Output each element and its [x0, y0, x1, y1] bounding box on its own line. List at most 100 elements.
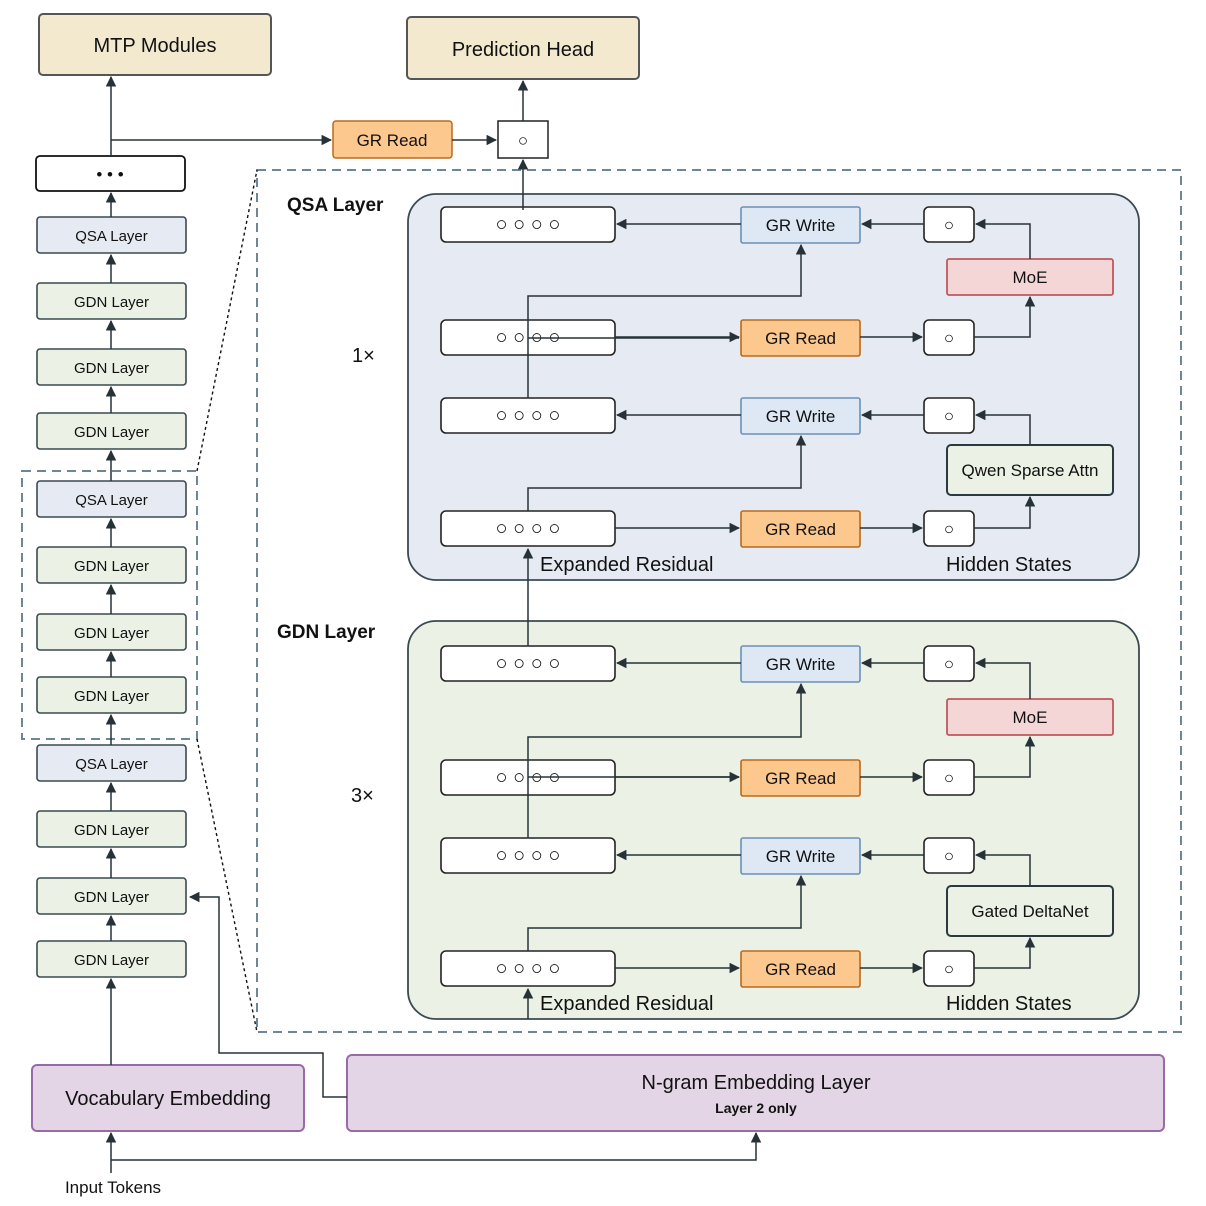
svg-text:○: ○: [518, 131, 528, 150]
residual-stream: ○ ○ ○ ○: [440, 837, 616, 874]
prediction-head-box: Prediction Head: [406, 16, 640, 80]
expanded-residual-label: Expanded Residual: [540, 993, 713, 1015]
hidden-state-node: ○: [923, 950, 975, 987]
gr-read-box: GR Read: [740, 759, 861, 797]
moe-box: MoE: [946, 698, 1114, 736]
gdn-block-header: GDN Layer: [277, 622, 376, 643]
stack-gdn-layer: GDN Layer: [36, 877, 187, 915]
stack-ellipsis-box: • • •: [35, 155, 186, 192]
stack-gdn-layer: GDN Layer: [36, 412, 187, 450]
mixer-box: Gated DeltaNet: [946, 885, 1114, 937]
stack-gdn-layer: GDN Layer: [36, 676, 187, 714]
svg-text:GDN Layer: GDN Layer: [74, 625, 149, 642]
hidden-state-node: ○: [923, 645, 975, 682]
svg-text:QSA Layer: QSA Layer: [75, 492, 148, 509]
svg-text:Qwen Sparse Attn: Qwen Sparse Attn: [961, 461, 1098, 480]
svg-text:N-gram Embedding Layer: N-gram Embedding Layer: [642, 1072, 871, 1094]
input-tokens-label: Input Tokens: [65, 1178, 161, 1197]
gr-write-box: GR Write: [740, 397, 861, 435]
residual-stream: ○ ○ ○ ○: [440, 950, 616, 987]
zoom-connector-bottom: [196, 738, 258, 1033]
svg-text:Gated DeltaNet: Gated DeltaNet: [971, 902, 1088, 921]
top-gr-read-box: GR Read: [332, 120, 453, 159]
stack-qsa-layer: QSA Layer: [36, 744, 187, 782]
svg-text:○ ○ ○ ○: ○ ○ ○ ○: [496, 958, 561, 980]
stack-gdn-layer: GDN Layer: [36, 546, 187, 584]
svg-text:GR Write: GR Write: [766, 655, 836, 674]
gr-write-box: GR Write: [740, 645, 861, 683]
residual-stream: ○ ○ ○ ○: [440, 645, 616, 682]
svg-text:Layer 2 only: Layer 2 only: [715, 1100, 797, 1116]
hidden-state-node: ○: [923, 397, 975, 434]
svg-text:GDN Layer: GDN Layer: [74, 558, 149, 575]
top-merge-node: ○: [497, 120, 549, 159]
svg-text:MTP Modules: MTP Modules: [93, 35, 216, 57]
svg-text:GDN Layer: GDN Layer: [74, 822, 149, 839]
gr-read-box: GR Read: [740, 510, 861, 548]
qsa-block-internals: ○ ○ ○ ○○○ ○ ○ ○○○ ○ ○ ○○○ ○ ○ ○○GR Write…: [440, 206, 1114, 576]
svg-text:GDN Layer: GDN Layer: [74, 294, 149, 311]
residual-stream: ○ ○ ○ ○: [440, 510, 616, 547]
svg-text:QSA Layer: QSA Layer: [75, 756, 148, 773]
svg-text:Vocabulary Embedding: Vocabulary Embedding: [65, 1088, 271, 1110]
expanded-residual-label: Expanded Residual: [540, 554, 713, 576]
svg-text:○: ○: [944, 407, 954, 426]
svg-text:○ ○ ○ ○: ○ ○ ○ ○: [496, 214, 561, 236]
hidden-states-label: Hidden States: [946, 554, 1072, 576]
stack-gdn-layer: GDN Layer: [36, 940, 187, 978]
hidden-state-node: ○: [923, 206, 975, 243]
svg-text:QSA Layer: QSA Layer: [75, 228, 148, 245]
svg-text:GR Write: GR Write: [766, 407, 836, 426]
svg-text:○: ○: [944, 216, 954, 235]
hidden-state-node: ○: [923, 510, 975, 547]
svg-text:• • •: • • •: [96, 165, 123, 184]
svg-text:○: ○: [944, 960, 954, 979]
moe-box: MoE: [946, 258, 1114, 296]
hidden-state-node: ○: [923, 319, 975, 356]
svg-text:GR Read: GR Read: [765, 960, 836, 979]
svg-text:GDN Layer: GDN Layer: [74, 952, 149, 969]
svg-text:GDN Layer: GDN Layer: [74, 424, 149, 441]
gr-read-box: GR Read: [740, 319, 861, 357]
svg-text:○ ○ ○ ○: ○ ○ ○ ○: [496, 845, 561, 867]
gdn-block-internals: ○ ○ ○ ○○○ ○ ○ ○○○ ○ ○ ○○○ ○ ○ ○○GR Write…: [440, 645, 1114, 1015]
ngram-embedding-box: N-gram Embedding Layer Layer 2 only: [346, 1054, 1165, 1132]
qsa-repeat-label: 1×: [352, 345, 375, 367]
svg-text:○: ○: [944, 520, 954, 539]
svg-text:GR Read: GR Read: [765, 520, 836, 539]
qsa-block-header: QSA Layer: [287, 195, 384, 216]
gr-write-box: GR Write: [740, 837, 861, 875]
svg-text:MoE: MoE: [1013, 708, 1048, 727]
svg-text:GR Read: GR Read: [765, 329, 836, 348]
hidden-state-node: ○: [923, 837, 975, 874]
svg-text:GDN Layer: GDN Layer: [74, 688, 149, 705]
zoom-connector-top: [196, 169, 258, 472]
stack-gdn-layer: GDN Layer: [36, 810, 187, 848]
svg-text:○ ○ ○ ○: ○ ○ ○ ○: [496, 405, 561, 427]
svg-text:GR Write: GR Write: [766, 847, 836, 866]
svg-text:GR Write: GR Write: [766, 216, 836, 235]
stack-qsa-layer: QSA Layer: [36, 216, 187, 254]
stack-gdn-layer: GDN Layer: [36, 282, 187, 320]
svg-text:GR Read: GR Read: [357, 131, 428, 150]
stack-gdn-layer: GDN Layer: [36, 613, 187, 651]
svg-text:○ ○ ○ ○: ○ ○ ○ ○: [496, 518, 561, 540]
residual-stream: ○ ○ ○ ○: [440, 397, 616, 434]
gr-read-box: GR Read: [740, 950, 861, 988]
svg-text:○: ○: [944, 847, 954, 866]
svg-text:GDN Layer: GDN Layer: [74, 889, 149, 906]
svg-text:MoE: MoE: [1013, 268, 1048, 287]
stack-gdn-layer: GDN Layer: [36, 348, 187, 386]
svg-text:GR Read: GR Read: [765, 769, 836, 788]
expanded-view-border: [256, 169, 1182, 1033]
svg-text:○: ○: [944, 655, 954, 674]
svg-text:○ ○ ○ ○: ○ ○ ○ ○: [496, 653, 561, 675]
hidden-states-label: Hidden States: [946, 993, 1072, 1015]
stack-qsa-layer: QSA Layer: [36, 480, 187, 518]
expanded-group-border: [21, 470, 198, 740]
svg-text:Prediction Head: Prediction Head: [452, 39, 594, 61]
connectors: [105, 75, 762, 1173]
mixer-box: Qwen Sparse Attn: [946, 444, 1114, 496]
